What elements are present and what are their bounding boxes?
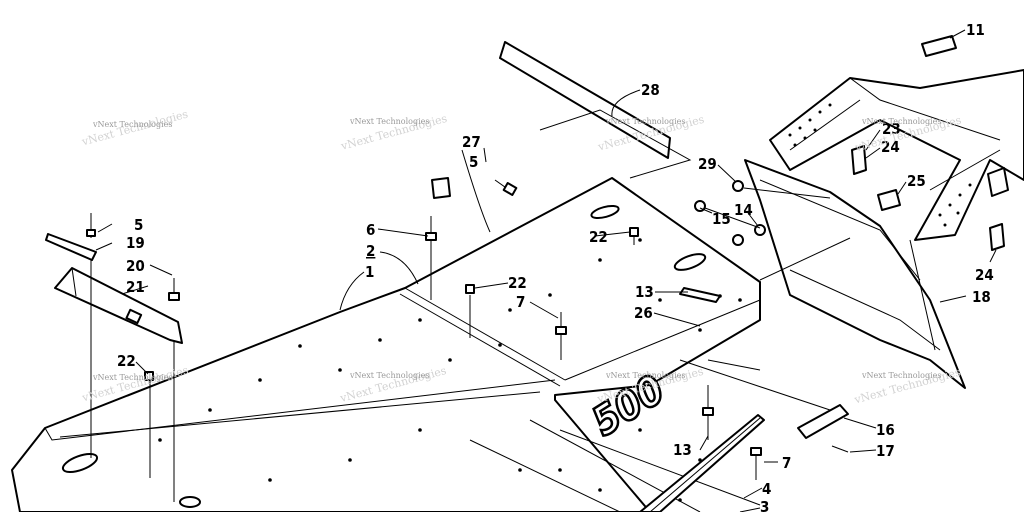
callout-22-mid: 22	[508, 274, 527, 292]
watermark-3: vNext Technologies	[605, 117, 685, 126]
callout-7-lower: 7	[782, 454, 791, 472]
bracket-19	[45, 233, 97, 261]
callout-19: 19	[126, 234, 145, 252]
callout-15: 15	[712, 210, 731, 228]
watermark-5: vNext Technologies	[92, 373, 172, 382]
callout-5-left: 5	[134, 216, 143, 234]
callout-25: 25	[907, 172, 926, 190]
pad-27	[431, 177, 451, 199]
callout-23: 23	[882, 120, 901, 138]
callout-13-upper: 13	[635, 283, 654, 301]
handle-grip-holes	[788, 103, 972, 227]
watermark-1: vNext Technologies	[92, 120, 172, 129]
callout-2: 2	[366, 242, 375, 260]
callout-13-lower: 13	[673, 441, 692, 459]
callout-24-lower: 24	[975, 266, 994, 284]
callout-21: 21	[126, 278, 145, 296]
callout-4: 4	[762, 480, 771, 498]
watermark-7: vNext Technologies	[605, 371, 685, 380]
callout-28: 28	[641, 81, 660, 99]
callout-5-center: 5	[469, 153, 478, 171]
callout-3: 3	[760, 498, 769, 512]
callout-27: 27	[462, 133, 481, 151]
callout-1: 1	[365, 263, 374, 281]
callout-leaders	[95, 29, 997, 512]
rivet-holes	[158, 238, 742, 502]
reflector-16	[797, 404, 849, 439]
callout-22-left: 22	[117, 352, 136, 370]
watermark-4: vNext Technologies	[861, 117, 941, 126]
rear-bumper-18	[744, 69, 1024, 389]
alignment-lines	[90, 187, 936, 502]
callout-14: 14	[734, 201, 753, 219]
callout-20: 20	[126, 257, 145, 275]
plate-11	[921, 35, 957, 57]
callout-17: 17	[876, 442, 895, 460]
callout-24-upper: 24	[881, 138, 900, 156]
callout-11: 11	[966, 21, 985, 39]
callout-16: 16	[876, 421, 895, 439]
watermark-6: vNext Technologies	[349, 371, 429, 380]
watermark-2: vNext Technologies	[349, 117, 429, 126]
callout-26: 26	[634, 304, 653, 322]
side-rail-4	[639, 414, 765, 512]
watermark-8: vNext Technologies	[861, 371, 941, 380]
callout-29: 29	[698, 155, 717, 173]
callout-7-mid: 7	[516, 293, 525, 311]
tunnel-part-1: 500	[11, 177, 761, 512]
callout-18: 18	[972, 288, 991, 306]
snow-flap-28	[499, 41, 692, 179]
bracket-21	[54, 267, 183, 344]
callout-labels: 1 2 3 4 5 5 6 7 7 11 13 13 14 15 16 17 1…	[117, 21, 994, 512]
callout-22-upper: 22	[589, 228, 608, 246]
callout-6: 6	[366, 221, 375, 239]
